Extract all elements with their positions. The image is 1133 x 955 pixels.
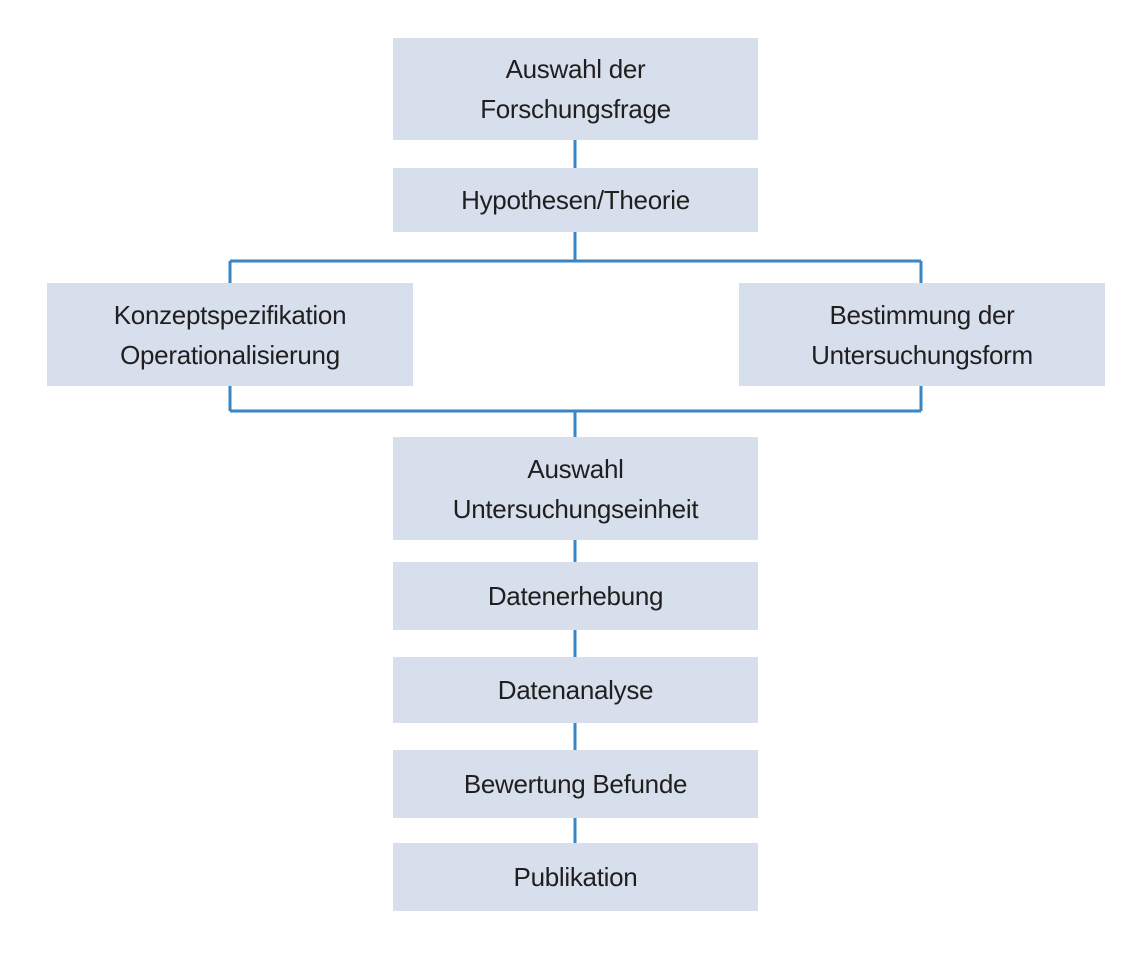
node-research-question-label: Auswahl der Forschungsfrage — [480, 54, 671, 124]
node-data-analysis-label: Datenanalyse — [497, 675, 654, 705]
node-unit-selection-label: Auswahl Untersuchungseinheit — [452, 453, 699, 524]
node-concept-specification-label: Konzeptspezifikation Operationalisierung — [113, 299, 347, 370]
node-evaluation-label: Bewertung Befunde — [463, 769, 688, 799]
node-hypotheses: Hypothesen/Theorie — [393, 168, 758, 232]
node-concept-specification: Konzeptspezifikation Operationalisierung — [47, 283, 413, 386]
node-publication-label: Publikation — [513, 862, 638, 892]
node-study-form-label: Bestimmung der Untersuchungsform — [811, 299, 1033, 370]
node-evaluation: Bewertung Befunde — [393, 750, 758, 818]
node-data-collection-label: Datenerhebung — [487, 581, 664, 611]
node-unit-selection: Auswahl Untersuchungseinheit — [393, 437, 758, 540]
node-study-form: Bestimmung der Untersuchungsform — [739, 283, 1105, 386]
node-publication: Publikation — [393, 843, 758, 911]
node-research-question: Auswahl der Forschungsfrage — [393, 38, 758, 140]
node-data-collection: Datenerhebung — [393, 562, 758, 630]
node-data-analysis: Datenanalyse — [393, 657, 758, 723]
node-hypotheses-label: Hypothesen/Theorie — [461, 185, 690, 215]
